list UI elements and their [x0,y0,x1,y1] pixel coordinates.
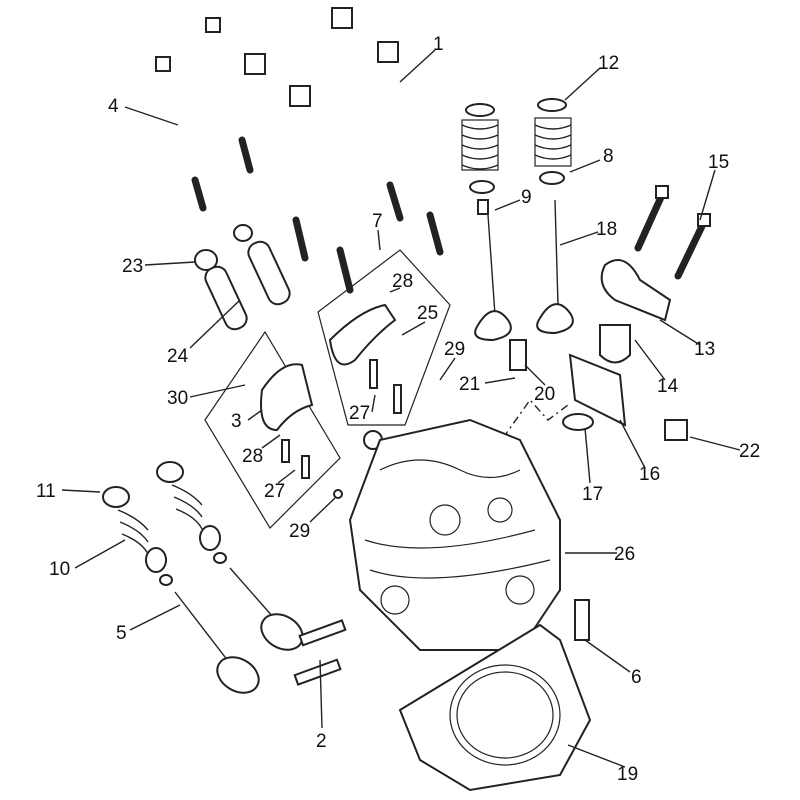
callout-22: 22 [739,441,760,462]
callout-11: 11 [36,481,56,502]
callout-29: 29 [444,339,465,360]
callout-29b: 29 [289,521,310,542]
callout-17: 17 [582,484,603,505]
callout-27b: 27 [264,481,285,502]
callout-2: 2 [316,731,327,752]
callout-28: 28 [392,271,413,292]
dowels [194,224,291,331]
bolt [674,213,711,280]
callout-15: 15 [708,152,729,173]
thermostat-housing [502,259,688,641]
callout-21: 21 [459,374,480,395]
callout-14: 14 [657,376,679,397]
rocker-arm-groups [204,249,451,529]
intake-valve-assembly [461,98,574,342]
callout-8: 8 [603,146,614,167]
callout-24: 24 [167,346,189,367]
callouts: 1 12 8 15 9 18 4 7 23 28 25 24 13 29 21 … [36,34,760,785]
callout-20: 20 [534,384,555,405]
bolt [634,185,669,252]
bolt [155,56,207,212]
bolt [205,17,254,174]
callout-10: 10 [49,559,70,580]
exhaust-valve-assembly [102,461,304,694]
callout-12: 12 [598,53,619,74]
callout-13: 13 [694,339,715,360]
studs [293,619,347,686]
callout-25: 25 [417,303,438,324]
callout-30: 30 [167,388,188,409]
callout-7: 7 [372,211,383,232]
head-bolts [155,7,711,294]
callout-9: 9 [521,187,532,208]
bolt [377,41,444,256]
bolt [289,85,354,294]
bolt [244,53,309,262]
callout-5: 5 [116,623,127,644]
callout-19: 19 [617,764,638,785]
callout-18: 18 [596,219,617,240]
callout-27: 27 [349,403,370,424]
callout-28b: 28 [242,446,263,467]
cylinder-head [348,418,561,651]
callout-23: 23 [122,256,143,277]
callout-6: 6 [631,667,642,688]
callout-4: 4 [108,96,119,117]
bolt [331,7,404,222]
callout-3: 3 [231,411,242,432]
callout-1: 1 [433,34,444,55]
callout-16: 16 [639,464,660,485]
callout-26: 26 [614,544,635,565]
leader-lines [61,49,741,768]
